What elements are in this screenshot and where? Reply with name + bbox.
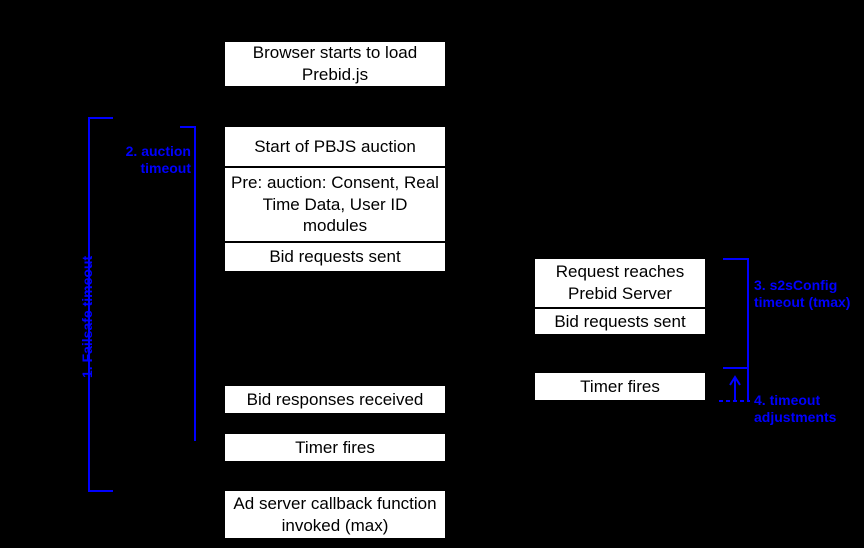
stack-divider-2 bbox=[225, 241, 445, 243]
pbjs-auction-stack: Start of PBJS auction Pre: auction: Cons… bbox=[225, 127, 445, 271]
box-server-bid-requests-sent: Bid requests sent bbox=[535, 309, 705, 334]
box-pre-auction-label: Pre: auction: Consent, Real Time Data, U… bbox=[231, 172, 439, 236]
box-bid-responses-received-label: Bid responses received bbox=[246, 389, 424, 409]
box-bid-requests-sent-label: Bid requests sent bbox=[269, 247, 401, 267]
server-stack-divider-1 bbox=[535, 307, 705, 309]
box-ad-server-callback-label: Ad server callback function invoked (max… bbox=[233, 493, 437, 535]
box-server-bid-requests-sent-label: Bid requests sent bbox=[554, 311, 686, 331]
stack-divider-1 bbox=[225, 166, 445, 168]
box-bid-responses-received: Bid responses received bbox=[225, 386, 445, 413]
annotation-s2sconfig-timeout-label: 3. s2sConfig timeout (tmax) bbox=[754, 277, 851, 311]
box-start-auction: Start of PBJS auction bbox=[225, 127, 445, 166]
box-request-reaches-server-label: Request reaches Prebid Server bbox=[555, 262, 685, 303]
box-pre-auction: Pre: auction: Consent, Real Time Data, U… bbox=[225, 168, 445, 241]
annotation-auction-timeout: 2. auction timeout bbox=[96, 126, 191, 177]
s2sconfig-bracket bbox=[723, 258, 749, 401]
box-ad-server-callback: Ad server callback function invoked (max… bbox=[225, 491, 445, 538]
box-timer-fires-server-label: Timer fires bbox=[580, 376, 660, 396]
box-browser-load-label: Browser starts to load Prebid.js bbox=[252, 43, 418, 84]
annotation-auction-timeout-label: 2. auction timeout bbox=[125, 143, 191, 177]
annotation-s2sconfig-timeout: 3. s2sConfig timeout (tmax) bbox=[754, 260, 864, 311]
box-request-reaches-server: Request reaches Prebid Server bbox=[535, 259, 705, 307]
annotation-timeout-adjustments: 4. timeout adjustments bbox=[754, 375, 864, 426]
prebid-server-stack: Request reaches Prebid Server Bid reques… bbox=[535, 259, 705, 334]
box-browser-load: Browser starts to load Prebid.js bbox=[225, 42, 445, 86]
annotation-timeout-adjustments-label: 4. timeout adjustments bbox=[754, 392, 837, 426]
annotation-failsafe-timeout: 1. Failsafe timeout bbox=[79, 256, 95, 378]
box-timer-fires-client-label: Timer fires bbox=[295, 437, 375, 457]
box-start-auction-label: Start of PBJS auction bbox=[254, 136, 416, 156]
box-timer-fires-client: Timer fires bbox=[225, 434, 445, 461]
timeout-adjustments-arrow bbox=[729, 375, 741, 401]
annotation-failsafe-timeout-label: 1. Failsafe timeout bbox=[79, 255, 95, 378]
box-timer-fires-server: Timer fires bbox=[535, 373, 705, 400]
box-bid-requests-sent: Bid requests sent bbox=[225, 243, 445, 271]
